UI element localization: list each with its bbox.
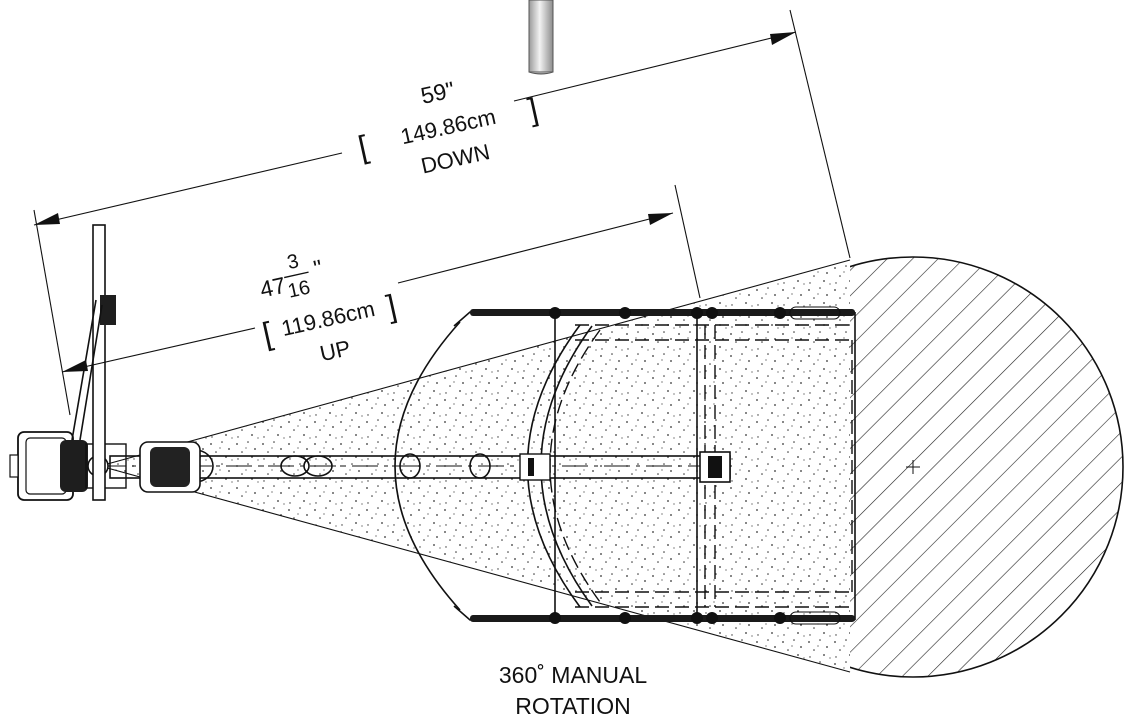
dim-down-inches: 59" [418,76,457,109]
dim-up-whole: 47 [257,272,288,303]
rotation-label: 360˚ MANUAL ROTATION [499,662,647,719]
dim-up-frac-num: 3 [285,250,301,274]
dim-down-open-bracket: [ [355,128,372,165]
rotation-line2: ROTATION [515,693,630,719]
dim-up-inch-mark: " [311,254,325,281]
dim-up-close-bracket: ] [383,287,399,324]
ceiling-pole [528,0,554,75]
boom-arm [100,441,731,493]
dim-up-open-bracket: [ [259,315,276,352]
dim-down-note: DOWN [419,139,492,178]
dim-down-label: 59" [ 149.86cm ] DOWN [355,76,541,178]
dim-up-note: UP [318,335,353,366]
mount-head [9,224,127,501]
dim-up-metric: 119.86cm [279,296,377,341]
dim-up-frac-den: 16 [286,276,312,302]
dim-down-close-bracket: ] [525,91,541,128]
dimension-down [33,9,851,416]
rotation-line1: 360˚ MANUAL [499,662,647,688]
dim-up-label: 47 3 16 " [ 119.86cm ] UP [257,250,399,366]
dimension-up [61,184,701,373]
